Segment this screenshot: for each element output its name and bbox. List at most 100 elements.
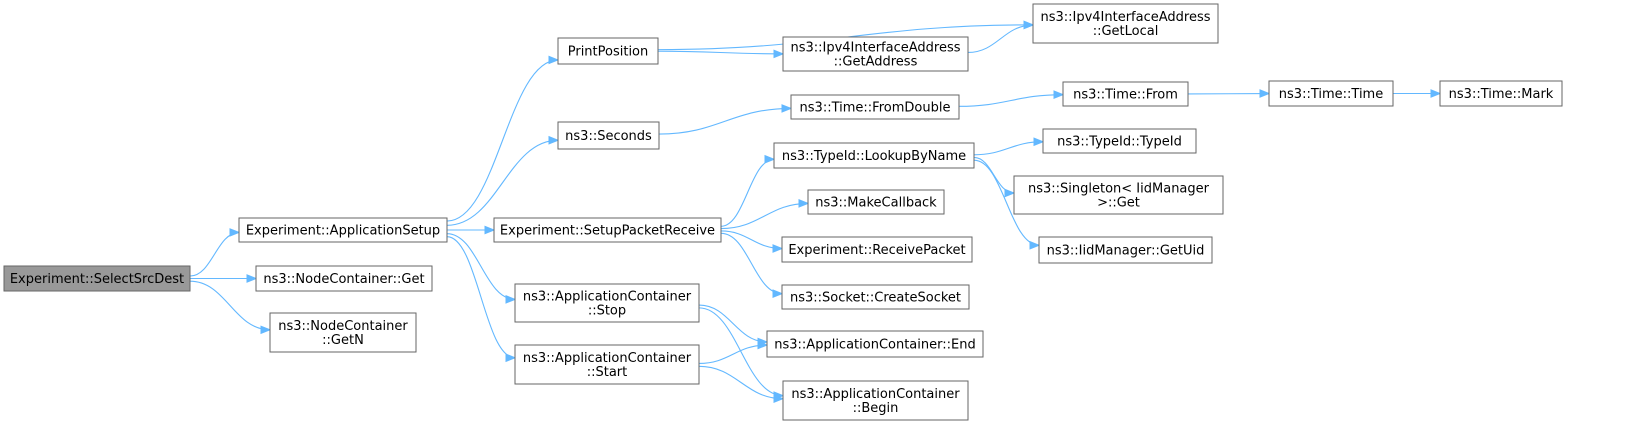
node-label: >::Get bbox=[1097, 196, 1140, 211]
edge-n6-n12 bbox=[720, 158, 775, 227]
node-box bbox=[557, 121, 660, 150]
node-n19[interactable]: ns3::Time::Time bbox=[1268, 80, 1394, 107]
edge-n5-n11 bbox=[658, 107, 792, 135]
node-n2[interactable]: ns3::NodeContainer::Get bbox=[255, 265, 433, 292]
node-label: ns3::Ipv4InterfaceAddress bbox=[1040, 10, 1210, 25]
node-label: ns3::TypeId::LookupByName bbox=[782, 149, 966, 164]
node-label: ::Stop bbox=[588, 304, 626, 319]
node-label: ::GetN bbox=[322, 333, 364, 348]
node-label: ::GetLocal bbox=[1093, 24, 1159, 39]
node-box bbox=[807, 189, 945, 215]
node-n11[interactable]: ns3::Time::FromDouble bbox=[790, 94, 960, 120]
edge-n12-n21 bbox=[973, 141, 1044, 156]
node-n14[interactable]: Experiment::ReceivePacket bbox=[781, 236, 973, 263]
node-label: ns3::ApplicationContainer bbox=[523, 290, 692, 305]
node-n6[interactable]: Experiment::SetupPacketReceive bbox=[493, 217, 722, 243]
node-label: ns3::NodeContainer::Get bbox=[263, 272, 424, 287]
node-box bbox=[781, 236, 973, 263]
node-label: ns3::Socket::CreateSocket bbox=[790, 291, 961, 306]
node-box bbox=[255, 265, 433, 292]
edge-n11-n18 bbox=[958, 94, 1064, 107]
edge-n8-n16 bbox=[698, 344, 768, 365]
node-box bbox=[1042, 128, 1197, 154]
node-box bbox=[1038, 236, 1213, 264]
node-box bbox=[557, 37, 659, 65]
node-n20[interactable]: ns3::Time::Mark bbox=[1439, 80, 1563, 107]
node-label: ns3::ApplicationContainer::End bbox=[774, 338, 975, 353]
edge-n6-n15 bbox=[720, 232, 783, 295]
node-box bbox=[514, 283, 700, 323]
node-box bbox=[269, 312, 417, 353]
node-label: Experiment::ReceivePacket bbox=[788, 243, 965, 258]
node-n18[interactable]: ns3::Time::From bbox=[1062, 81, 1189, 107]
edge-n1-n8 bbox=[446, 236, 516, 359]
node-n4[interactable]: PrintPosition bbox=[557, 37, 659, 65]
node-box bbox=[766, 330, 984, 358]
node-n3[interactable]: ns3::NodeContainer::GetN bbox=[269, 312, 417, 353]
node-n22[interactable]: ns3::Singleton< IidManager >::Get bbox=[1013, 175, 1224, 215]
edge-n9-n10 bbox=[967, 24, 1034, 54]
node-label: ns3::NodeContainer bbox=[278, 319, 408, 334]
node-label: ::Begin bbox=[853, 401, 899, 416]
node-n5[interactable]: ns3::Seconds bbox=[557, 121, 660, 150]
node-box bbox=[3, 265, 191, 292]
node-n12[interactable]: ns3::TypeId::LookupByName bbox=[773, 142, 975, 169]
node-label: ns3::MakeCallback bbox=[815, 196, 937, 211]
node-label: Experiment::ApplicationSetup bbox=[246, 224, 440, 239]
node-n10[interactable]: ns3::Ipv4InterfaceAddress::GetLocal bbox=[1032, 3, 1219, 44]
node-n7[interactable]: ns3::ApplicationContainer::Stop bbox=[514, 283, 700, 323]
node-box bbox=[781, 284, 970, 310]
node-n16[interactable]: ns3::ApplicationContainer::End bbox=[766, 330, 984, 358]
edge-n0-n3 bbox=[189, 280, 271, 331]
edge-n6-n13 bbox=[720, 202, 809, 230]
node-label: ns3::IidManager::GetUid bbox=[1047, 244, 1205, 259]
node-box bbox=[1062, 81, 1189, 107]
node-n1[interactable]: Experiment::ApplicationSetup bbox=[238, 217, 448, 243]
node-n23[interactable]: ns3::IidManager::GetUid bbox=[1038, 236, 1213, 264]
node-box bbox=[493, 217, 722, 243]
node-label: ns3::ApplicationContainer bbox=[791, 387, 960, 402]
edge-n1-n5 bbox=[446, 139, 559, 226]
node-box bbox=[1013, 175, 1224, 215]
edge-n1-n4 bbox=[446, 59, 559, 222]
node-label: ::GetAddress bbox=[834, 55, 918, 70]
node-n21[interactable]: ns3::TypeId::TypeId bbox=[1042, 128, 1197, 154]
edge-n8-n17 bbox=[698, 365, 784, 400]
node-n17[interactable]: ns3::ApplicationContainer::Begin bbox=[782, 380, 969, 421]
node-box bbox=[790, 94, 960, 120]
node-label: PrintPosition bbox=[568, 45, 649, 60]
edge-n4-n9 bbox=[657, 50, 784, 55]
node-box bbox=[1268, 80, 1394, 107]
node-box bbox=[1439, 80, 1563, 107]
node-label: ns3::Time::Mark bbox=[1449, 87, 1554, 102]
node-n9[interactable]: ns3::Ipv4InterfaceAddress::GetAddress bbox=[782, 36, 969, 72]
node-label: ns3::ApplicationContainer bbox=[523, 351, 692, 366]
node-label: ns3::Singleton< IidManager bbox=[1028, 182, 1210, 197]
node-label: ::Start bbox=[587, 365, 628, 380]
node-box bbox=[1032, 3, 1219, 44]
nodes-layer: Experiment::SelectSrcDest Experiment::App… bbox=[3, 3, 1563, 421]
node-n13[interactable]: ns3::MakeCallback bbox=[807, 189, 945, 215]
node-box bbox=[514, 344, 700, 385]
node-n8[interactable]: ns3::ApplicationContainer::Start bbox=[514, 344, 700, 385]
node-box bbox=[773, 142, 975, 169]
node-label: Experiment::SetupPacketReceive bbox=[500, 224, 715, 239]
node-label: ns3::Time::Time bbox=[1279, 87, 1383, 102]
node-label: ns3::TypeId::TypeId bbox=[1057, 135, 1182, 150]
edge-n6-n14 bbox=[720, 230, 783, 250]
edge-n0-n1 bbox=[189, 231, 240, 277]
node-label: ns3::Time::From bbox=[1073, 88, 1178, 103]
node-label: Experiment::SelectSrcDest bbox=[10, 272, 184, 287]
node-n15[interactable]: ns3::Socket::CreateSocket bbox=[781, 284, 970, 310]
node-label: ns3::Time::FromDouble bbox=[800, 101, 951, 116]
node-box bbox=[238, 217, 448, 243]
node-box bbox=[782, 380, 969, 421]
edge-n7-n16 bbox=[698, 304, 768, 343]
edge-n12-n23 bbox=[973, 159, 1040, 246]
node-label: ns3::Seconds bbox=[565, 129, 652, 144]
node-n0[interactable]: Experiment::SelectSrcDest bbox=[3, 265, 191, 292]
edge-n1-n7 bbox=[446, 233, 516, 300]
edge-n7-n17 bbox=[698, 307, 784, 397]
node-box bbox=[782, 36, 969, 72]
